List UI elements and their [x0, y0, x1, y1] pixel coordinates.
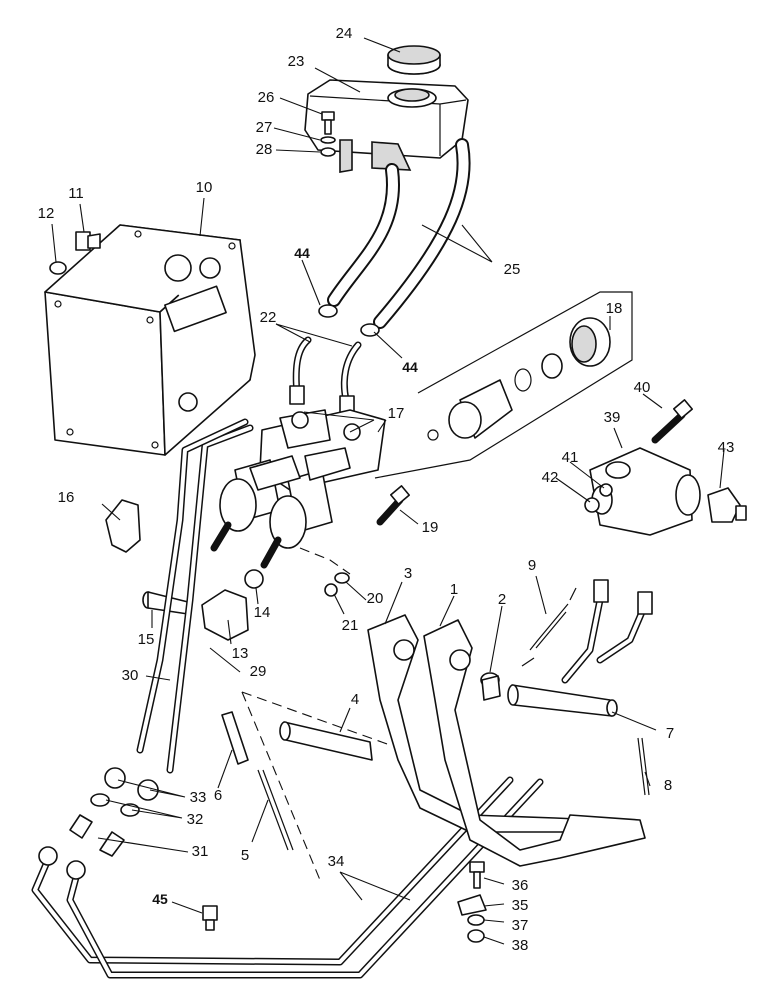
label-7: 7	[666, 725, 674, 742]
switch-45	[202, 905, 218, 931]
label-11: 11	[68, 185, 84, 202]
label-4: 4	[351, 691, 359, 708]
label-18: 18	[606, 300, 623, 317]
label-5: 5	[241, 847, 249, 864]
label-45: 45	[152, 891, 168, 907]
clip-16	[105, 499, 141, 553]
label-38: 38	[512, 937, 529, 954]
pushrod-right	[260, 536, 282, 569]
clip-35	[457, 894, 487, 916]
label-36: 36	[512, 877, 529, 894]
hoses-25	[327, 138, 471, 329]
label-37: 37	[512, 917, 529, 934]
washer-12	[49, 261, 67, 275]
label-35: 35	[512, 897, 529, 914]
label-41: 41	[562, 449, 579, 466]
label-34: 34	[328, 853, 345, 870]
reservoir-cap-24	[387, 45, 441, 75]
label-16: 16	[58, 489, 75, 506]
label-13: 13	[232, 645, 249, 662]
label-8: 8	[664, 777, 672, 794]
pedal-bracket-10	[44, 224, 256, 456]
label-1: 1	[450, 581, 458, 598]
pin-8	[637, 737, 650, 796]
washers-32	[90, 793, 140, 817]
seal-kit-18	[374, 291, 633, 479]
bolt-11	[75, 231, 101, 251]
bolt-40	[651, 411, 686, 444]
bolt-19	[376, 485, 411, 526]
label-15: 15	[138, 631, 155, 648]
unions-33	[104, 767, 159, 801]
label-12: 12	[38, 205, 55, 222]
switch-43	[707, 487, 747, 523]
unions-31	[38, 814, 125, 880]
dashed-guides	[241, 547, 391, 881]
nut-28	[320, 147, 336, 157]
label-2: 2	[498, 591, 506, 608]
label-44-lower: 44	[402, 359, 418, 375]
label-31: 31	[192, 843, 209, 860]
part-labels: 1 2 3 4 5 6 7 8 9 10 11 12 13 14 15 16 1…	[38, 25, 735, 954]
label-6: 6	[214, 787, 222, 804]
screw-26	[321, 111, 335, 135]
pedal-1	[423, 619, 646, 867]
rod-5	[257, 769, 294, 851]
label-40: 40	[634, 379, 651, 396]
label-25: 25	[504, 261, 521, 278]
bush-2	[480, 672, 501, 701]
label-20: 20	[367, 590, 384, 607]
label-9: 9	[528, 557, 536, 574]
washer-20	[334, 572, 350, 584]
bolt-40-head	[672, 399, 694, 419]
label-24: 24	[336, 25, 353, 42]
nut-21	[324, 583, 338, 597]
label-21: 21	[342, 617, 359, 634]
leader-lines	[51, 37, 725, 945]
label-27: 27	[256, 119, 273, 136]
clevis-13	[201, 589, 249, 641]
nut-14	[244, 569, 264, 589]
label-30: 30	[122, 667, 139, 684]
label-14: 14	[254, 604, 271, 621]
label-17: 17	[388, 405, 405, 422]
cross-shaft-7	[507, 684, 618, 717]
label-23: 23	[288, 53, 305, 70]
pin-6	[221, 711, 249, 765]
pivot-pin-4	[279, 721, 373, 761]
label-28: 28	[256, 141, 273, 158]
washer-37	[467, 914, 485, 926]
brake-pipes-29-30	[136, 418, 254, 774]
label-22: 22	[260, 309, 277, 326]
pushrod-left	[210, 521, 232, 552]
washer-27	[320, 136, 336, 144]
bolt-36	[469, 861, 485, 889]
label-3: 3	[404, 565, 412, 582]
label-10: 10	[196, 179, 213, 196]
label-39: 39	[604, 409, 621, 426]
label-29: 29	[250, 663, 267, 680]
label-42: 42	[542, 469, 559, 486]
label-44-upper: 44	[294, 245, 310, 261]
brake-pipes-34	[31, 579, 653, 979]
label-26: 26	[258, 89, 275, 106]
label-32: 32	[187, 811, 204, 828]
reservoir-23	[304, 79, 469, 173]
return-spring-9	[521, 587, 577, 667]
nut-38	[467, 929, 485, 943]
label-43: 43	[718, 439, 735, 456]
hose-clips-44	[318, 304, 380, 337]
label-19: 19	[422, 519, 439, 536]
label-33: 33	[190, 789, 207, 806]
pipes-22	[289, 336, 362, 415]
